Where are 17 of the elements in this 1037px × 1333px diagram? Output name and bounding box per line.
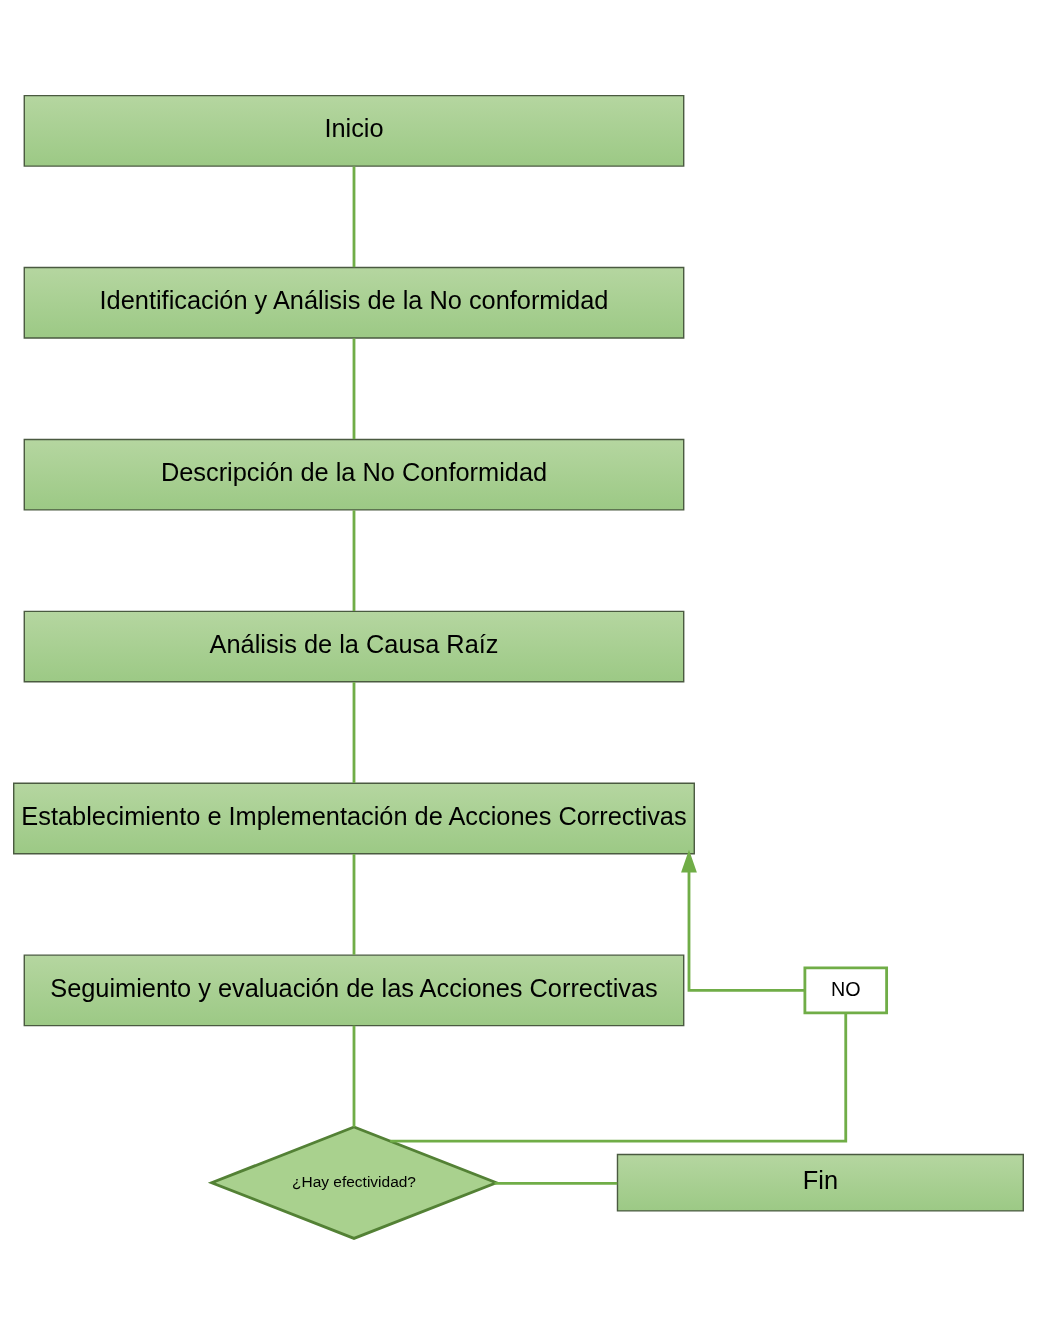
node-box: Seguimiento y evaluación de las Acciones Correctivas — [23, 953, 685, 1026]
connector — [352, 337, 356, 439]
node-box: Establecimiento e Implementación de Acciones Correctivas — [13, 782, 695, 854]
node-box: Fin — [616, 1153, 1024, 1212]
connector — [352, 853, 356, 955]
connector — [390, 1012, 848, 1143]
node-box: Descripción de la No Conformidad — [23, 438, 685, 511]
connector — [352, 166, 356, 267]
node-box: Identificación y Análisis de la No conformidad — [23, 266, 685, 339]
node-box: NO — [803, 965, 888, 1014]
connector — [352, 509, 356, 611]
arrow — [681, 849, 805, 992]
node-box: Inicio — [23, 94, 685, 167]
connector — [494, 1181, 618, 1185]
connector — [352, 681, 356, 783]
node-box: Análisis de la Causa Raíz — [23, 610, 685, 682]
connector — [352, 1025, 356, 1127]
